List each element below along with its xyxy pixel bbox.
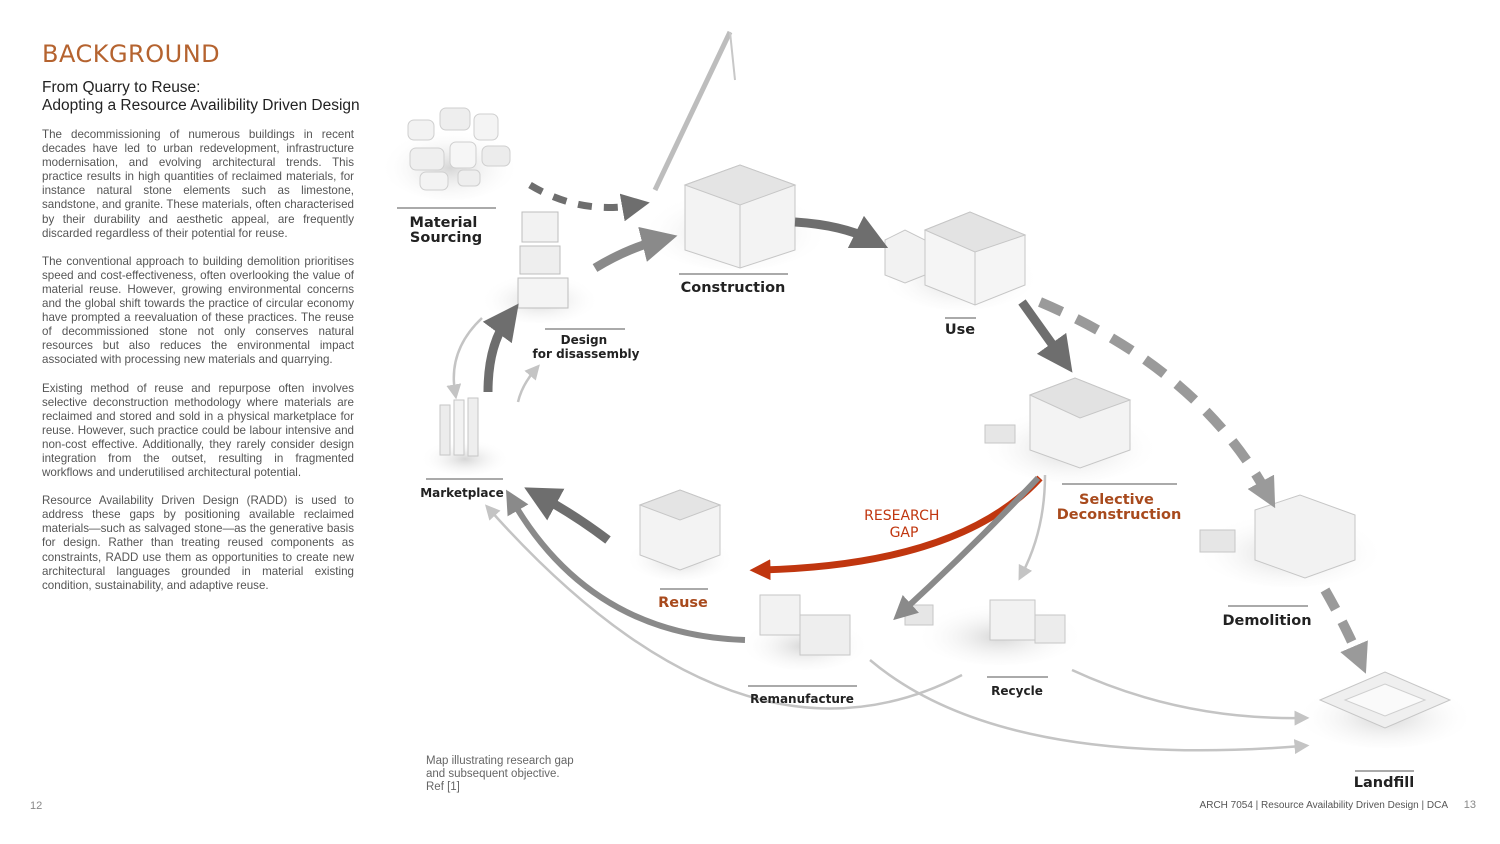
arrow-disassembly-to-construction — [592, 226, 678, 272]
label-demolition: Demolition — [1222, 613, 1311, 629]
arrow-reuse-to-marketplace — [524, 487, 611, 544]
figure-caption: Map illustrating research gap and subseq… — [426, 755, 574, 793]
paragraph-2: The conventional approach to building de… — [42, 254, 354, 367]
crane-illustration — [652, 30, 736, 192]
arrow-deconstruction-to-recycle — [1018, 474, 1047, 581]
subtitle-line-2: Adopting a Resource Availibility Driven … — [42, 97, 360, 114]
label-construction: Construction — [681, 280, 786, 296]
marketplace-panels-illustration — [420, 397, 510, 475]
arrow-research-gap — [749, 475, 1043, 581]
paragraph-1: The decommissioning of numerous building… — [42, 128, 354, 240]
label-remanufacture: Remanufacture — [750, 692, 854, 706]
label-marketplace: Marketplace — [420, 486, 504, 500]
arrow-recycle-to-landfill — [1071, 668, 1310, 726]
label-selective-deconstruction: Selective Deconstruction — [1057, 492, 1182, 523]
arrow-construction-to-use — [794, 215, 889, 249]
arrow-remanufacture-to-landfill — [869, 659, 1310, 755]
arrow-recycle-to-marketplace — [485, 504, 963, 710]
paragraph-4: Resource Availability Driven Design (RAD… — [42, 494, 354, 592]
remanufacture-illustration — [740, 594, 870, 670]
reuse-block-illustration — [625, 489, 735, 580]
page-heading: BACKGROUND — [42, 40, 221, 68]
page-subtitle: From Quarry to Reuse: Adopting a Resourc… — [42, 79, 372, 115]
arrow-use-to-deconstruction — [1018, 299, 1073, 373]
arrow-deconstruction-to-remanufacture — [893, 475, 1041, 621]
body-text: The decommissioning of numerous building… — [42, 128, 354, 607]
selective-deconstruction-illustration — [980, 377, 1160, 482]
construction-building-illustration — [640, 164, 830, 270]
footer-text: ARCH 7054 | Resource Availability Driven… — [1199, 800, 1448, 811]
label-use: Use — [945, 322, 975, 338]
arrow-demolition-to-landfill — [1320, 587, 1368, 674]
label-underlines — [397, 207, 1414, 772]
label-material-sourcing: Material Sourcing — [410, 215, 483, 246]
landfill-illustration — [1295, 671, 1475, 748]
label-design-for-disassembly: Design for disassembly — [533, 333, 640, 361]
arrow-use-to-demolition — [1038, 297, 1276, 509]
demolition-illustration — [1195, 494, 1385, 587]
arrow-disassembly-to-marketplace — [446, 317, 483, 400]
label-research-gap: RESEARCH GAP — [864, 508, 944, 541]
house-illustration — [880, 211, 1040, 310]
disassembly-tower-illustration — [480, 211, 600, 323]
subtitle-line-1: From Quarry to Reuse: — [42, 79, 201, 96]
arrow-sourcing-to-construction — [528, 181, 650, 222]
arrow-marketplace-to-disassembly — [482, 303, 519, 393]
stone-blocks-illustration — [380, 107, 520, 200]
paragraph-3: Existing method of reuse and repurpose o… — [42, 381, 354, 480]
lifecycle-diagram: Material Sourcing Design for disassembly… — [380, 30, 1475, 791]
arrow-marketplace-loop-return — [516, 364, 540, 403]
arrow-remanufacture-to-marketplace — [505, 489, 746, 643]
label-landfill: Landfill — [1354, 775, 1414, 791]
page-number-left: 12 — [30, 800, 43, 812]
page-number-right: 13 — [1463, 799, 1476, 811]
recycle-pile-illustration — [904, 595, 1085, 665]
label-reuse: Reuse — [658, 595, 708, 611]
label-recycle: Recycle — [991, 684, 1043, 698]
